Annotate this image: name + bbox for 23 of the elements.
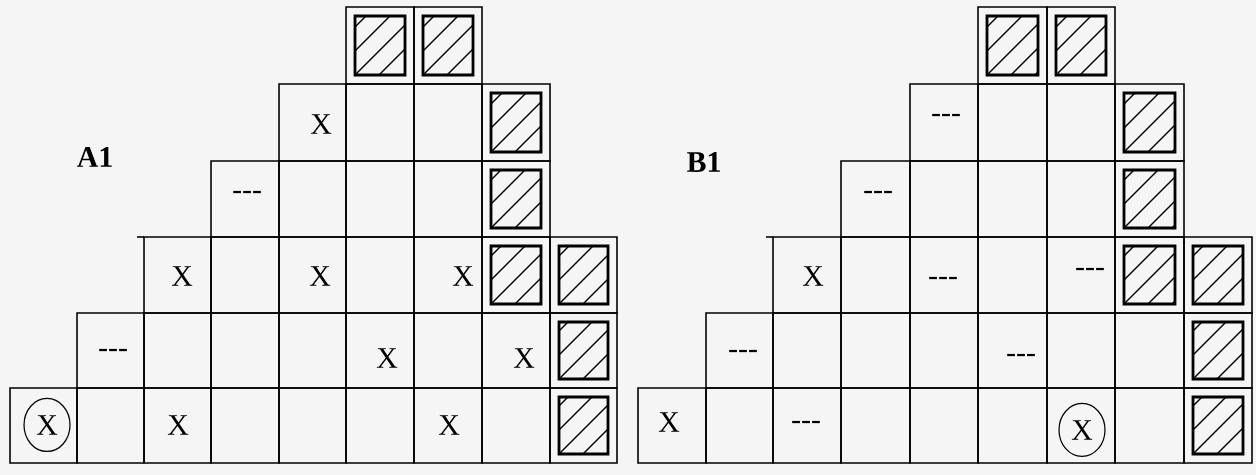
cell-mark: --- <box>1076 267 1104 271</box>
cell-mark: --- <box>929 276 957 280</box>
cell-mark: --- <box>1007 353 1035 357</box>
grid-label: A1 <box>77 147 112 167</box>
cell-mark: --- <box>233 190 261 194</box>
cell-mark: --- <box>932 113 960 117</box>
cell-mark: X <box>513 348 535 368</box>
cell-mark: --- <box>99 348 127 352</box>
circled-mark: X <box>23 397 71 453</box>
cell-mark: X <box>452 266 474 286</box>
circled-mark: X <box>1058 402 1106 458</box>
cell-mark: X <box>309 266 331 286</box>
cell-mark: X <box>171 266 193 286</box>
cell-mark: X <box>376 348 398 368</box>
cell-mark: X <box>438 415 460 435</box>
cell-mark: --- <box>729 349 757 353</box>
cell-mark: X <box>658 412 680 432</box>
cell-mark: X <box>802 266 824 286</box>
grid-label: B1 <box>687 152 720 172</box>
cell-mark: --- <box>864 190 892 194</box>
cell-mark: X <box>310 114 332 134</box>
cell-mark: X <box>167 415 189 435</box>
cell-mark: --- <box>792 420 820 424</box>
